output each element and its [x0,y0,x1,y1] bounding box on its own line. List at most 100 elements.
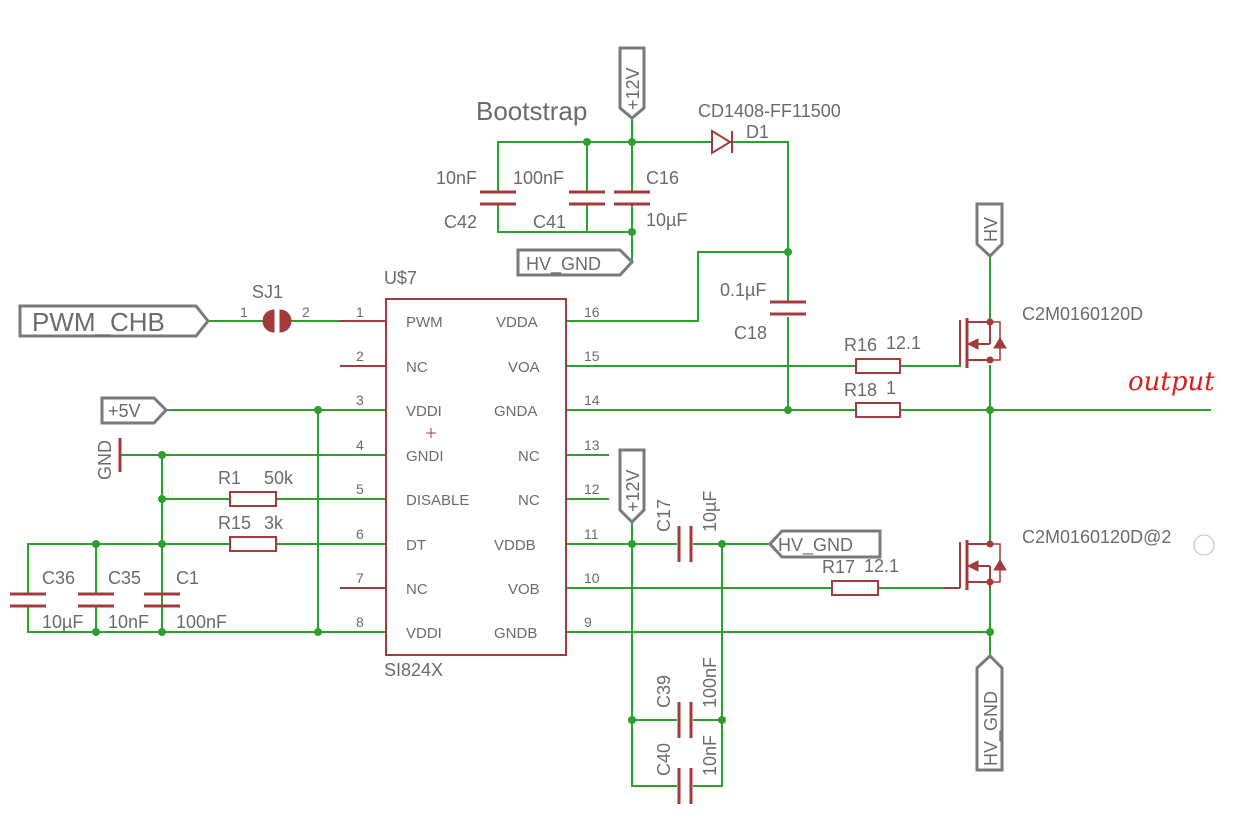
c36-value: 10µF [42,612,83,632]
port-5v: +5V [100,396,169,425]
c35-value: 10nF [108,612,149,632]
chip-origin-cross [426,428,436,438]
mosfet-top: C2M0160120D [959,304,1143,368]
port-hv-gnd-mid: HV_GND [767,529,882,559]
pin-num: 12 [584,481,600,497]
pin-num: 16 [584,304,600,320]
capacitor-c39: C39 100nF [654,657,720,738]
output-annotation: output [1128,367,1215,397]
port-hv-gnd-bottom: HV_GND [975,653,1004,772]
solder-jumper-sj1: SJ1 1 2 [240,282,310,333]
pin-num: 11 [584,526,599,542]
sj1-pin1: 1 [240,304,248,320]
c41-ref: C41 [533,212,566,232]
pin-num: 15 [584,348,600,364]
capacitor-c42: 10nF C42 [436,168,516,232]
c1-value: 100nF [176,612,227,632]
mosfet-bottom: C2M0160120D@2 [944,527,1171,590]
resistor-r17: R17 12.1 [822,556,899,596]
c16-ref: C16 [646,168,679,188]
mosfet-bottom-part: C2M0160120D@2 [1022,527,1171,547]
port-12v-top: +12V [618,46,646,120]
pin-name: VDDI [406,403,442,420]
r1-ref: R1 [218,468,241,488]
capacitor-c35: C35 10nF [78,568,149,632]
pin-num: 2 [356,348,364,364]
resistor-r18: R18 1 [844,378,901,418]
sj1-pin2: 2 [302,304,310,320]
resistor-r15: R15 3k [218,513,284,552]
pin-name: NC [406,359,428,376]
r16-value: 12.1 [886,333,921,353]
c17-value: 10µF [700,491,720,532]
port-hv: HV [975,202,1004,259]
c36-ref: C36 [42,568,75,588]
r18-ref: R18 [844,380,877,400]
c18-value: 0.1µF [720,280,766,300]
port-hv-label: HV [981,217,1001,242]
resistor-r1: R1 50k [218,468,294,507]
r17-value: 12.1 [864,556,899,576]
chip-part: SI824X [384,660,443,680]
port-12v-mid: +12V [618,448,646,525]
pin-num: 6 [356,526,364,542]
pin-num: 13 [584,437,600,453]
pin-num: 10 [584,570,600,586]
wires [27,117,1211,787]
pin-name: VDDB [494,537,536,554]
pin-name: DT [406,537,426,554]
resistor-r16: R16 12.1 [844,333,921,374]
r16-ref: R16 [844,335,877,355]
r17-ref: R17 [822,557,855,577]
c41-value: 100nF [513,168,564,188]
port-hv-gnd-top-label: HV_GND [526,254,601,275]
origin-marker [1193,534,1215,556]
pin-name: VOA [508,359,540,376]
capacitor-c41: 100nF C41 [513,168,605,232]
c42-ref: C42 [444,212,477,232]
port-12v-top-label: +12V [623,67,643,110]
gnd-label: GND [95,440,115,480]
c39-ref: C39 [654,675,674,708]
sj1-ref: SJ1 [252,282,283,302]
pin-name: GNDI [406,448,444,465]
bootstrap-label: Bootstrap [476,96,587,126]
chip-pin-6: 6DT [356,526,426,554]
port-pwm-label: PWM_CHB [32,307,165,337]
pin-num: 3 [356,392,364,408]
r18-value: 1 [886,378,896,398]
capacitor-c17: C17 10µF [654,491,720,562]
port-hv-gnd-mid-label: HV_GND [778,535,853,556]
c40-value: 10nF [700,735,720,776]
pin-name: DISABLE [406,492,469,509]
port-pwm-chb: PWM_CHB [18,304,210,338]
pin-name: VDDA [496,314,538,331]
port-hv-gnd-top: HV_GND [516,248,635,277]
pin-num: 5 [356,481,364,497]
port-5v-label: +5V [108,401,141,421]
pin-name: VOB [508,581,540,598]
pin-num: 9 [584,614,592,630]
pin-num: 1 [356,304,364,320]
pin-name: GNDA [494,403,537,420]
pin-num: 4 [356,437,364,453]
r15-ref: R15 [218,513,251,533]
chip-ref: U$7 [384,268,417,288]
pin-num: 14 [584,392,600,408]
c1-ref: C1 [176,568,199,588]
r1-value: 50k [264,468,294,488]
port-12v-mid-label: +12V [623,469,643,512]
capacitor-c18: 0.1µF C18 [720,280,806,343]
